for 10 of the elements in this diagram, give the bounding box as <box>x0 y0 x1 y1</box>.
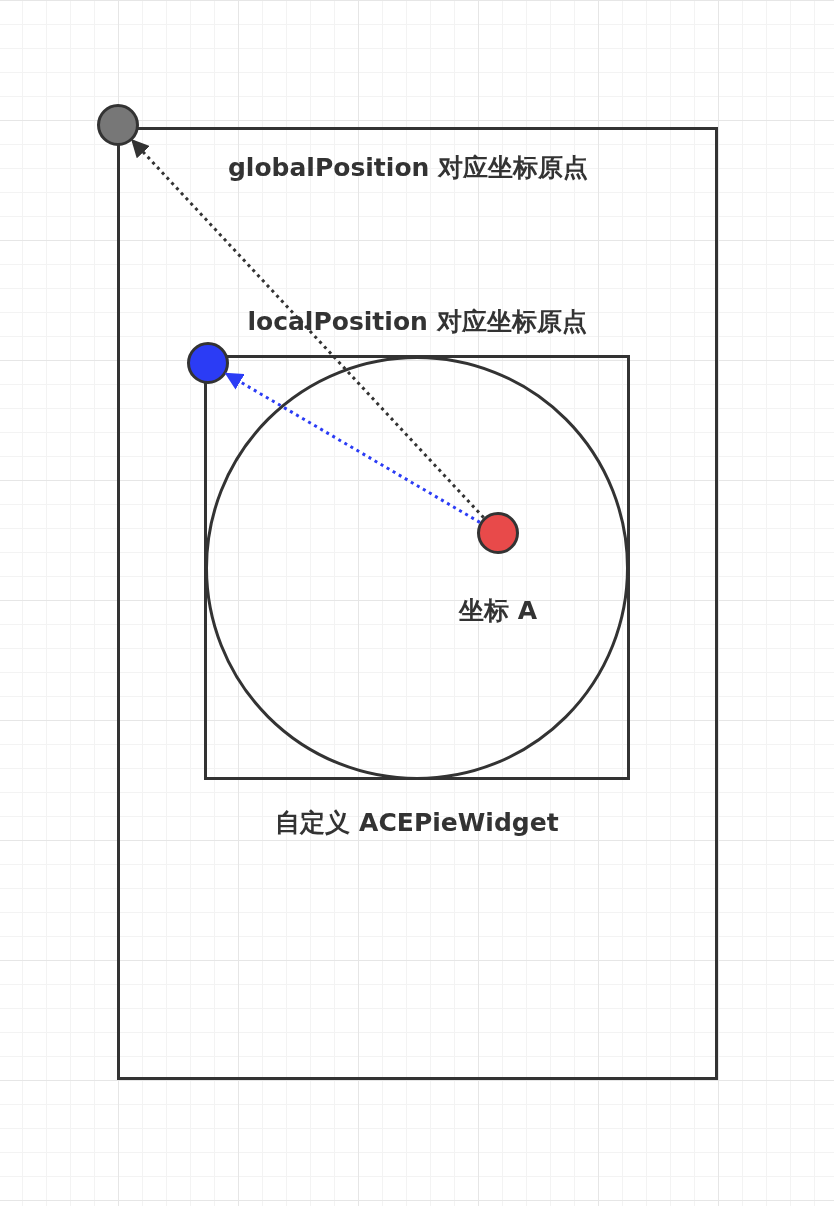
frame-box <box>117 127 718 1080</box>
point-label: globalPosition 对应坐标原点 <box>227 151 589 184</box>
arrow <box>131 139 485 519</box>
origin-dot <box>97 104 139 146</box>
widget-caption: 自定义 ACEPieWidget <box>275 806 559 839</box>
arrow <box>224 372 481 524</box>
origin-dot <box>187 342 229 384</box>
point-label: 坐标 A <box>458 594 538 627</box>
point-dot <box>477 512 519 554</box>
point-label: localPosition 对应坐标原点 <box>247 305 587 338</box>
